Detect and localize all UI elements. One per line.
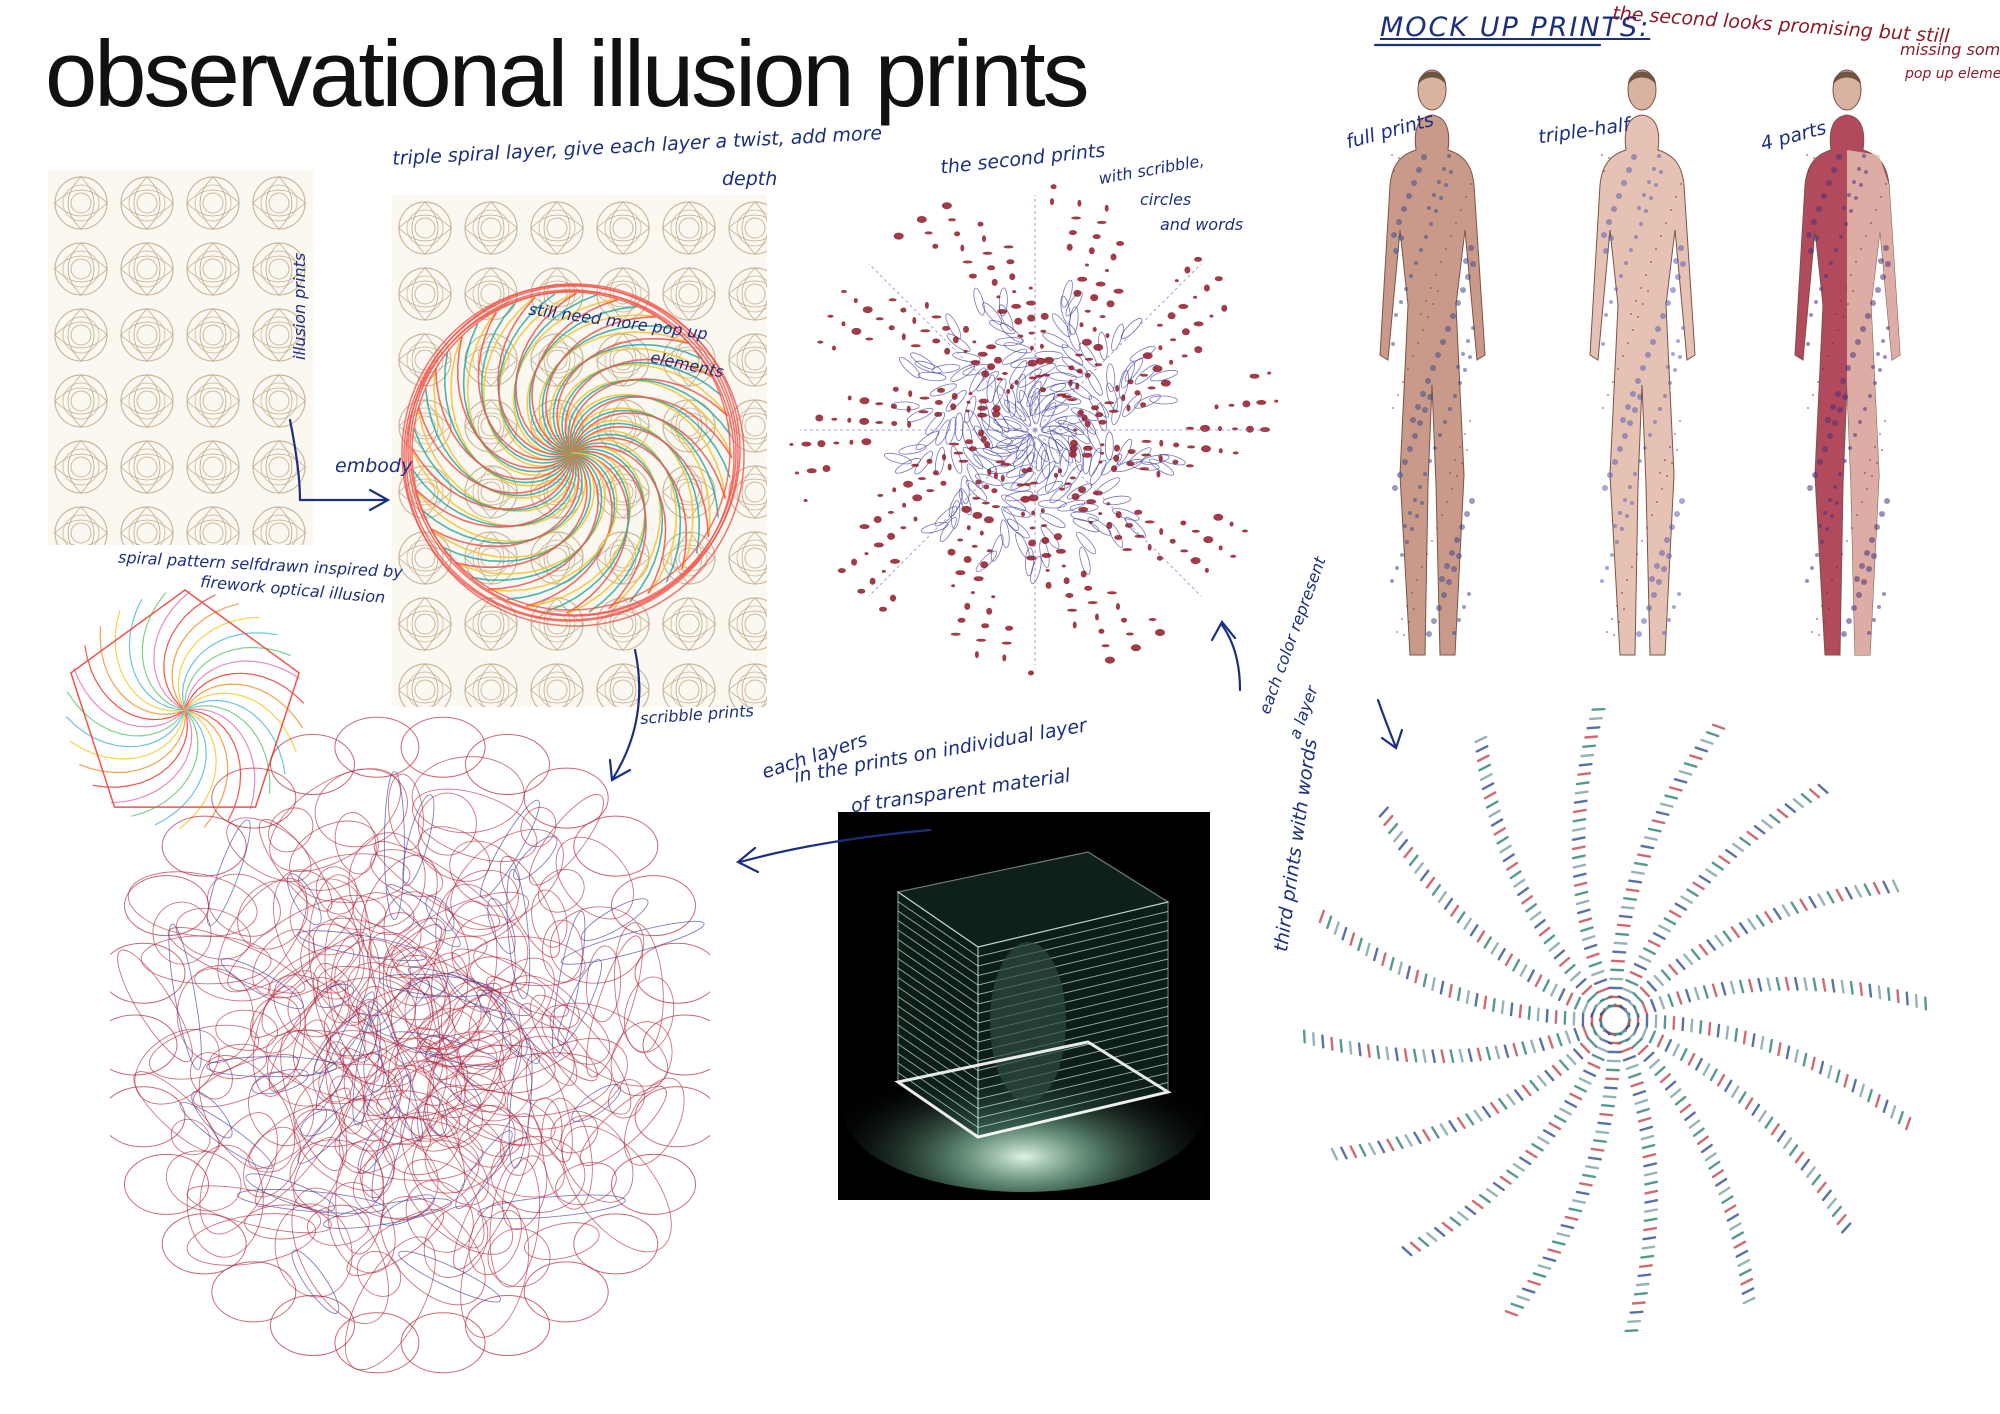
mock-up-note-3: pop up elements bbox=[1905, 66, 2000, 82]
scribble-print bbox=[110, 716, 710, 1374]
mock-up-note-2: missing some bbox=[1900, 40, 2000, 59]
triple-spiral-print bbox=[392, 195, 767, 707]
mockup-full-prints-figure bbox=[1379, 69, 1486, 656]
illusion-prints-label: illusion prints bbox=[290, 252, 309, 360]
embody-label: embody bbox=[335, 455, 413, 477]
mock-up-prints-heading: MOCK UP PRINTS: bbox=[1380, 12, 1651, 43]
third-prints-with-words bbox=[1302, 707, 1928, 1333]
selfdrawn-spiral-pattern bbox=[65, 589, 305, 830]
with-scribble-note-3: and words bbox=[1160, 215, 1244, 234]
layered-acrylic-cube-photo bbox=[838, 812, 1210, 1200]
with-scribble-note-2: circles bbox=[1140, 190, 1192, 209]
page-title: observational illusion prints bbox=[45, 21, 1090, 126]
second-prints-circles-words bbox=[789, 184, 1279, 676]
triple-spiral-note-depth: depth bbox=[722, 168, 778, 190]
mockup-triple-half-figure bbox=[1589, 69, 1696, 656]
mockup-four-parts-figure bbox=[1794, 69, 1901, 656]
illusion-tile-print bbox=[48, 170, 313, 545]
